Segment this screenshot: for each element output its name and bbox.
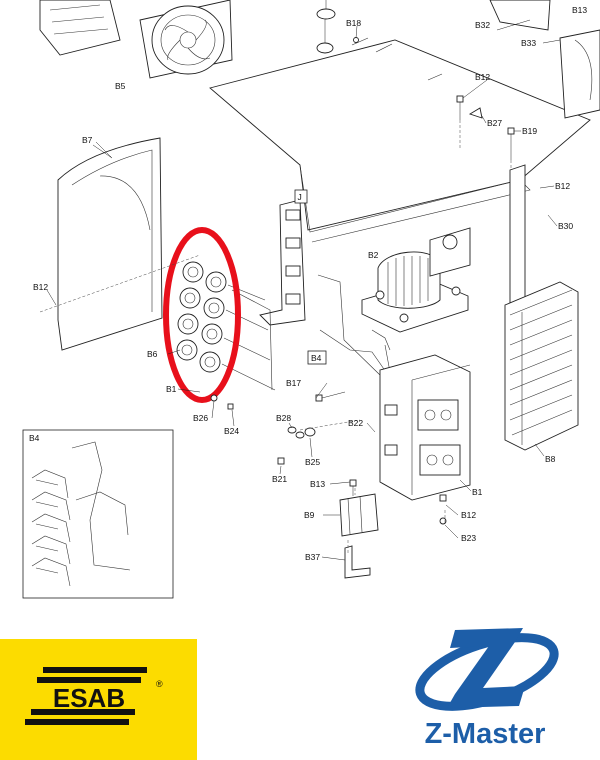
label-b1-short: B1 [166,384,177,394]
label-b12-d: B12 [461,510,476,520]
heatsink-b8 [504,281,579,451]
label-b12-b: B12 [555,181,570,191]
label-b18: B18 [346,18,361,28]
label-b25: B25 [305,457,320,467]
screw-icon [456,95,515,160]
rear-housing-fragment [39,0,121,56]
side-panel-b33 [559,29,600,119]
label-b8: B8 [545,454,556,464]
terminal-block [285,209,301,305]
cover-b7 [57,137,163,351]
exploded-parts-diagram: B5 B18 B32 B13 B33 B12 B27 B19 B7 B12 B3… [22,0,600,599]
label-b5: B5 [115,81,126,91]
label-b17: B17 [286,378,301,388]
label-b9: B9 [304,510,315,520]
label-b27: B27 [487,118,502,128]
esab-logo-mark: ESAB ® [25,667,163,725]
label-b13-mid: B13 [310,479,325,489]
j-label-box [294,189,308,204]
label-b21: B21 [272,474,287,484]
esab-logo: ESAB ® [0,639,197,760]
label-b22: B22 [348,418,363,428]
relay-b9 [339,493,379,537]
label-b33: B33 [521,38,536,48]
bracket-b37 [344,545,371,579]
label-b28: B28 [276,413,291,423]
label-b13-top: B13 [572,5,587,15]
label-b37: B37 [305,552,320,562]
label-b30: B30 [558,221,573,231]
registered-mark: ® [156,679,163,689]
b4-callout-box [307,350,327,365]
label-b19: B19 [522,126,537,136]
zmaster-name: Z-Master [424,718,546,750]
right-side-bracket [509,164,526,306]
b4-inset-panel [22,429,174,599]
label-b6: B6 [147,349,158,359]
esab-wordmark: ESAB [53,683,125,713]
label-b24: B24 [224,426,239,436]
hardware-screws [210,391,447,525]
fan-icon [139,0,233,79]
label-b12-a: B12 [475,72,490,82]
label-b1: B1 [472,487,483,497]
top-right-bracket [489,0,551,31]
label-b12-c: B12 [33,282,48,292]
power-module-b1 [379,354,471,501]
label-b23: B23 [461,533,476,543]
label-j: J [298,192,302,202]
label-b4-box: B4 [311,353,322,363]
transformer-b2 [361,251,469,333]
label-b4-inset: B4 [29,433,40,443]
zmaster-emblem-icon [415,628,559,711]
label-b7: B7 [82,135,93,145]
label-b2: B2 [368,250,379,260]
label-b32: B32 [475,20,490,30]
zmaster-logo: Z-Master [395,620,600,760]
highlight-circle [163,227,241,403]
rectifier-diode-pack [176,261,276,391]
label-b26: B26 [193,413,208,423]
